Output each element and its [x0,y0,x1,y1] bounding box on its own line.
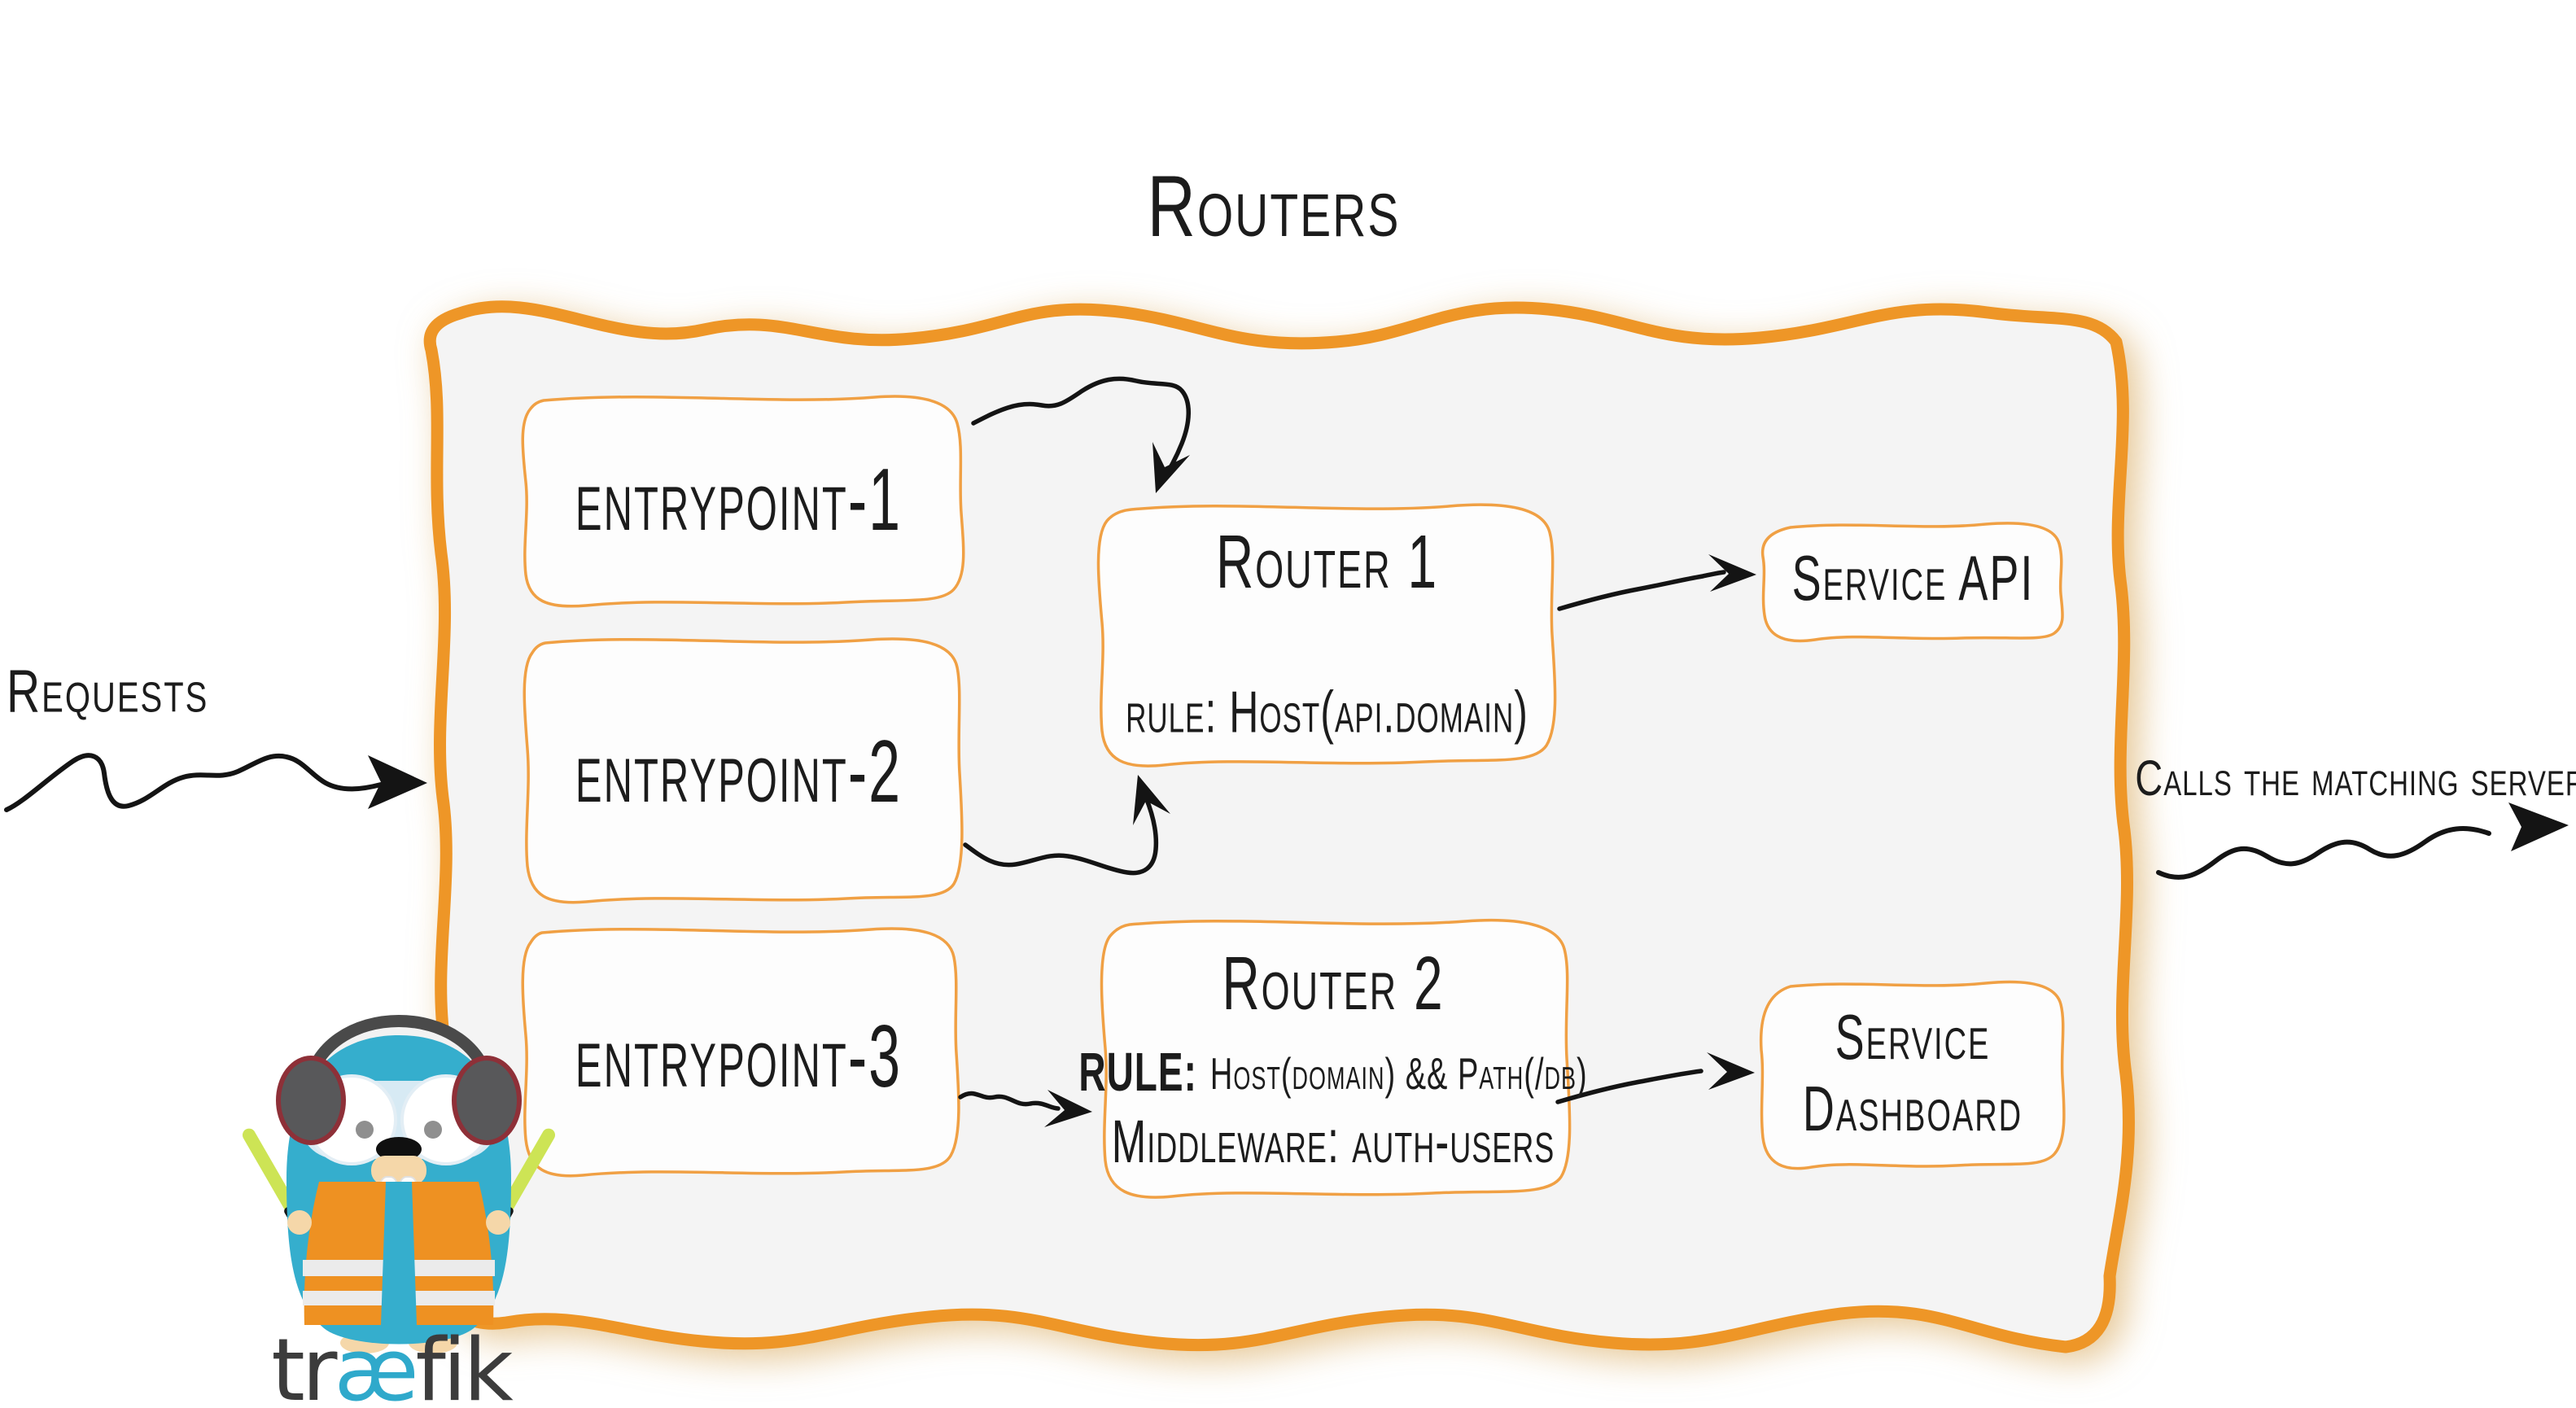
gopher-muzzle [371,1156,426,1185]
router2-to-service-dashboard-arrow [1555,1052,1755,1104]
service-api-text: Service API [1791,543,2035,614]
entrypoint-1-label: entrypoint-1 [513,396,964,602]
gopher-hand [486,1210,510,1235]
vest-center-gap [381,1182,417,1325]
router-2-rule: RULE: Host(domain) && Path(/db) [1078,1041,1586,1110]
headphone-earcup-icon [276,1056,346,1145]
router-2-title: Router 2 [1096,941,1571,1025]
entrypoint-3-text: entrypoint-3 [575,1007,903,1105]
service-api-box [1760,522,2064,643]
calls-text: Calls the matching server [2135,750,2576,806]
service-dashboard-label: Service Dashboard [1760,981,2065,1165]
gopher-pupil [356,1121,374,1139]
entrypoint3-to-router2-arrow [958,1090,1092,1127]
diagram-title: Routers [948,159,1599,255]
entrypoint2-to-router1-arrow [963,775,1170,876]
router-2-rule-label: RULE: [1078,1041,1197,1103]
service-dashboard-line1: Service [1835,1002,1991,1073]
router-2-rule-text: Host(domain) && Path(/db) [1209,1050,1588,1100]
entrypoint-2-box [523,637,964,904]
requests-text: Requests [7,658,209,726]
traefik-mascot [243,1015,555,1353]
router-2-middleware-text: Middleware: auth-users [1111,1107,1555,1175]
entrypoint1-to-router1-arrow [971,376,1191,493]
router-2-title-text: Router 2 [1222,940,1445,1026]
wordmark-ae: æ [334,1319,418,1408]
gopher-nose [376,1137,422,1161]
router-1-box [1096,503,1557,767]
router-1-rule: rule: Host(api.domain) [1098,674,1556,750]
entrypoint-3-box [521,927,960,1178]
headphone-earcup-icon [452,1056,522,1145]
requests-arrow [4,753,427,812]
router-2-box [1100,918,1572,1199]
router1-to-service-api-arrow [1557,554,1756,611]
service-dashboard-line2: Dashboard [1802,1073,2023,1144]
router-1-title-text: Router 1 [1215,518,1439,605]
entrypoint-1-text: entrypoint-1 [575,450,903,549]
router-2-middleware: Middleware: auth-users [1104,1108,1563,1175]
entrypoint-3-label: entrypoint-3 [513,928,964,1184]
entrypoint-2-text: entrypoint-2 [575,722,903,821]
calls-annotation: Calls the matching server [2135,739,2576,816]
entrypoint-1-box [521,395,965,608]
diagram-title-text: Routers [1147,159,1401,256]
gopher-pupil [424,1121,442,1139]
wordmark-fik: fik [415,1319,514,1408]
gopher-hand [287,1210,312,1235]
wordmark-tr: tr [271,1319,337,1408]
service-api-label: Service API [1760,523,2066,635]
calls-arrow [2156,802,2569,880]
router-1-title: Router 1 [1098,518,1556,605]
entrypoint-2-label: entrypoint-2 [513,637,964,906]
service-dashboard-box [1759,980,2066,1170]
router-1-rule-text: rule: Host(api.domain) [1126,679,1529,746]
requests-annotation: Requests [7,651,300,732]
